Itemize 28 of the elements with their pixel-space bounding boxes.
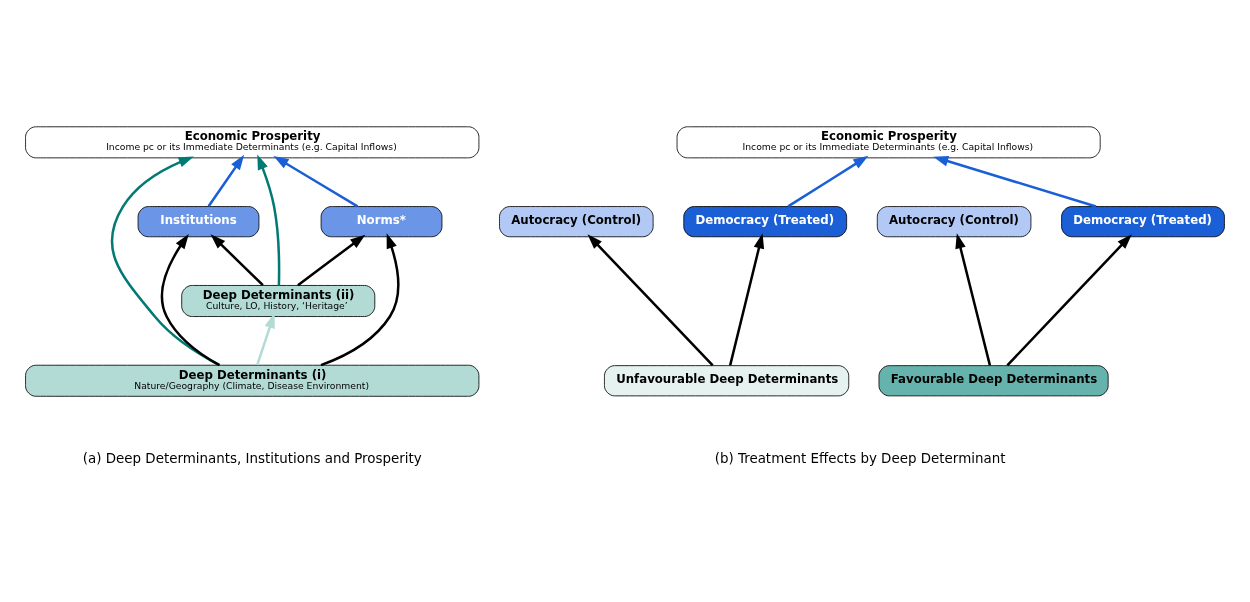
node-box: Deep Determinants (i) Nature/Geography (Climate, Disease Environment) <box>25 364 480 397</box>
node-box: Democracy (Treated) <box>683 206 848 238</box>
arrow <box>110 156 221 367</box>
arrow <box>787 155 869 208</box>
arrow <box>297 234 366 287</box>
label: (a) Deep Determinants, Institutions and Prosperity <box>82 451 422 467</box>
arrow <box>273 155 359 208</box>
node-box: Deep Determinants (ii) Culture, LO, History, ‘Heritage’ <box>181 285 376 317</box>
node-box: Economic Prosperity Income pc or its Immediate Determinants (e.g. Capital Inflows) <box>25 126 480 159</box>
node-box: Economic Prosperity Income pc or its Immediate Determinants (e.g. Capital Inflows) <box>676 126 1101 159</box>
arrow <box>257 154 281 286</box>
arrow <box>955 233 992 366</box>
node-box: Norms* <box>320 206 443 238</box>
arrow <box>1006 234 1132 367</box>
node-box: Democracy (Treated) <box>1061 206 1225 238</box>
arrow <box>160 233 220 367</box>
arrow <box>933 156 1097 208</box>
node-box: Institutions <box>137 206 260 238</box>
node-box: Favourable Deep Determinants <box>878 365 1109 397</box>
node-box: Unfavourable Deep Determinants <box>604 365 850 397</box>
node-box: Autocracy (Control) <box>499 206 654 238</box>
node-box: Autocracy (Control) <box>876 206 1032 238</box>
arrow <box>320 233 400 367</box>
arrow <box>210 234 264 287</box>
label: (b) Treatment Effects by Deep Determinant <box>714 451 1006 467</box>
arrow <box>728 233 765 366</box>
arrow <box>207 154 245 207</box>
arrow <box>587 234 714 367</box>
